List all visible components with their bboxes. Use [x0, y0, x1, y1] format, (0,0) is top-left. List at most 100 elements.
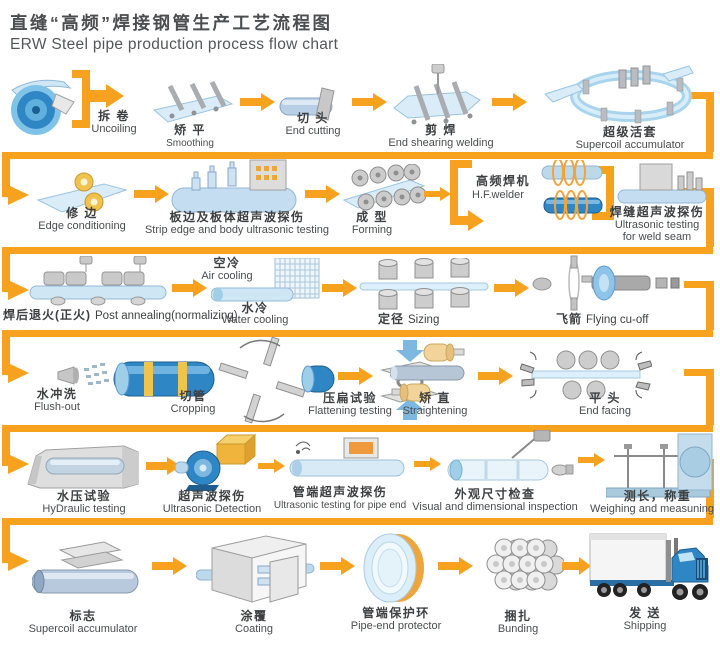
- hydraulic-tester-icon: [26, 440, 142, 490]
- end-protector-ring-icon: [360, 530, 430, 606]
- step-label-zh: 超级活套: [602, 125, 657, 139]
- page-title: 直缝“高频”焊接钢管生产工艺流程图: [10, 13, 333, 33]
- flow-arrow-icon: [352, 92, 388, 112]
- step-label-zh: 标志: [69, 609, 97, 623]
- coating-box-icon: [195, 532, 316, 612]
- step-label-en: Edge conditioning: [38, 220, 126, 232]
- step-label-zh: 管端超声波探伤: [292, 485, 388, 499]
- flow-arrow-icon: [322, 278, 358, 298]
- cooling-line-icon: [210, 257, 321, 302]
- flow-arrow-icon: [172, 278, 208, 298]
- flow-arrow-icon: [152, 556, 188, 576]
- step-label-en: End cutting: [285, 125, 341, 137]
- flow-arrow-icon: [320, 556, 356, 576]
- step-label-zh: 捆扎: [504, 609, 532, 623]
- step-label-en: End shearing welding: [388, 137, 494, 149]
- step-label-en: Flattening testing: [308, 405, 392, 417]
- step-label-zh: 切 头: [297, 111, 329, 125]
- sizing-rolls-icon: [358, 257, 490, 314]
- step-label-zh: 平 头: [589, 391, 621, 405]
- step-label-zh: 高频焊机: [476, 174, 531, 188]
- step-label-en: Ultrasonic testing for pipe end: [273, 500, 407, 511]
- step-label-en: Coating: [235, 623, 273, 635]
- flow-arrow-icon: [578, 452, 606, 468]
- step-label-en: Shipping: [623, 620, 667, 632]
- step-label-zh: 发 送: [629, 606, 661, 620]
- flow-arrow-icon: [494, 278, 530, 298]
- flow-arrow-icon: [438, 556, 474, 576]
- step-label-en: Ultrasonic testing: [614, 219, 700, 231]
- flush-nozzle-icon: [56, 360, 112, 392]
- hf-welder-icon: [448, 158, 616, 232]
- flow-elbow-left-icon: [2, 159, 32, 205]
- step-label-en: Water cooling: [221, 314, 289, 326]
- flow-connector-bar: [2, 247, 713, 254]
- weighing-station-icon: [605, 426, 714, 504]
- step-label-en: Pipe-end protector: [350, 620, 442, 632]
- step-label-zh: 水冲洗: [36, 387, 78, 401]
- step-label-en: Weighing and measuning: [590, 503, 714, 515]
- step-label-zh: 水压试验: [56, 489, 111, 503]
- step-label-en: Smoothing: [166, 138, 214, 149]
- step-label-en: Supercoil accumulator: [575, 139, 685, 151]
- step-label: 焊后退火(正火)Post annealing(normalizing): [3, 308, 238, 322]
- truck-icon: [588, 524, 714, 608]
- step-label-zh: 矫 直: [419, 391, 451, 405]
- flow-elbow-left-icon: [2, 254, 32, 300]
- flow-arrow-icon: [240, 92, 276, 112]
- step-label-en: H.F.welder: [472, 189, 524, 201]
- step-label-zh: 修 边: [66, 206, 98, 220]
- flow-connector-bar: [2, 425, 713, 432]
- flow-connector-bar: [2, 330, 713, 337]
- step-label-en: Cropping: [170, 403, 216, 415]
- step-label-en-top: Air cooling: [201, 270, 253, 282]
- page-subtitle: ERW Steel pipe production process flow c…: [10, 36, 339, 53]
- flow-elbow-left-icon: [2, 337, 32, 383]
- step-label-zh: 矫 平: [174, 123, 206, 137]
- ultrasonic-detector-icon: [174, 432, 257, 492]
- step-label-en: Bunding: [497, 623, 539, 635]
- pipe-cutter-icon: [112, 336, 336, 426]
- step-label-zh: 切管: [179, 389, 207, 403]
- step-label-zh: 压扁试验: [322, 391, 377, 405]
- straightener-icon: [389, 342, 472, 402]
- flow-arrow-icon: [492, 92, 528, 112]
- step-label-en2: for weld seam: [622, 231, 692, 243]
- flow-elbow-right-icon: [684, 92, 714, 152]
- flow-elbow-right-icon: [684, 369, 714, 425]
- shear-welder-icon: [390, 63, 484, 138]
- weld-seam-ultrasonic-icon: [616, 162, 708, 206]
- flow-arrow-icon: [478, 366, 514, 386]
- flow-elbow-left-icon: [2, 525, 32, 571]
- flow-arrow-icon: [562, 556, 592, 576]
- step-label-en: HyDraulic testing: [42, 503, 126, 515]
- flow-arrow-icon: [146, 456, 182, 476]
- strip-ultrasonic-icon: [170, 158, 302, 218]
- accumulator-icon: [543, 64, 695, 124]
- end-cutter-icon: [278, 86, 348, 122]
- step-label-zh: 测长，称重: [623, 489, 692, 503]
- forming-rolls-icon: [340, 163, 428, 218]
- step-label-en: Flush-out: [34, 401, 80, 413]
- step-label-zh: 成 型: [356, 210, 388, 224]
- step-label-en: Supercoil accumulator: [28, 623, 138, 635]
- step-label-zh: 剪 焊: [425, 123, 457, 137]
- flow-arrow-icon: [305, 184, 341, 204]
- step-label-en: End facing: [579, 405, 631, 417]
- step-label-en: Straightening: [402, 405, 468, 417]
- step-label-zh: 板边及板体超声波探伤: [169, 210, 305, 224]
- flying-cutoff-icon: [530, 254, 682, 312]
- step-label-zh-top: 空冷: [213, 256, 241, 270]
- step-label-en: Visual and dimensional inspection: [412, 501, 578, 513]
- step-label-zh: 涂覆: [240, 609, 268, 623]
- flow-arrow-icon: [258, 458, 286, 474]
- flow-arrow-icon: [414, 456, 442, 472]
- edge-miller-icon: [34, 170, 130, 216]
- flow-connector-bar: [2, 518, 713, 525]
- step-label-zh: 超声波探伤: [178, 489, 246, 503]
- flow-elbow-left-icon: [2, 432, 32, 474]
- end-facer-icon: [519, 344, 653, 404]
- flow-arrow-icon: [338, 366, 374, 386]
